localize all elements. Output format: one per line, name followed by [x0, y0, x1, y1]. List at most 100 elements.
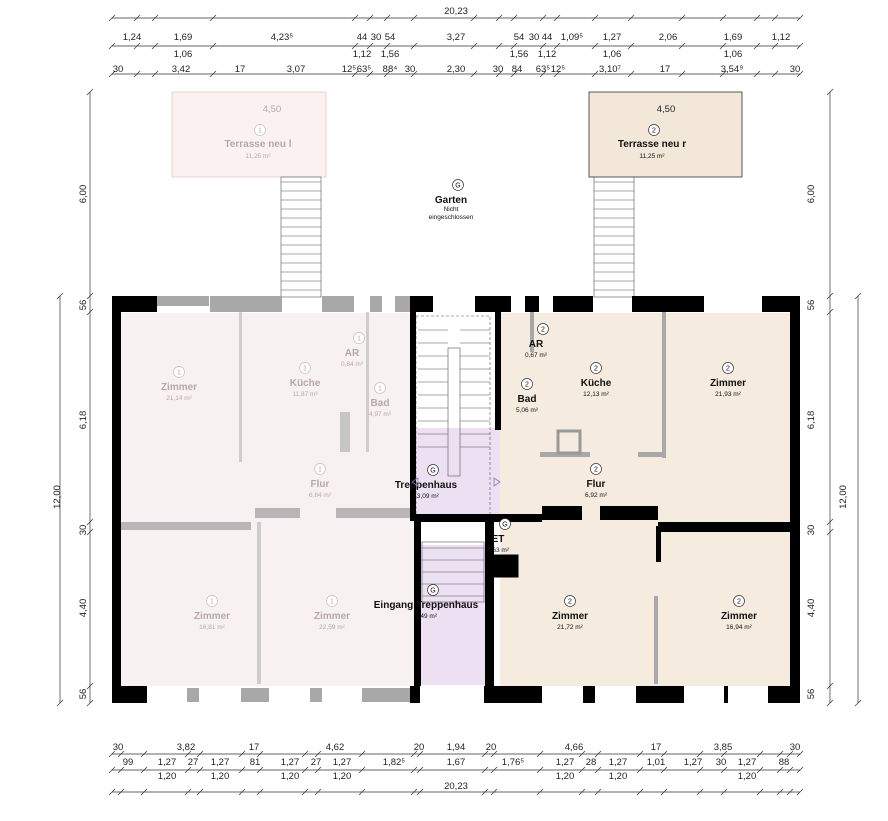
room-name: Küche: [581, 378, 612, 389]
et-wall: [492, 554, 519, 578]
dim-bottom-row1-9: 3,85: [714, 742, 733, 753]
dim-top-row3-0: 30: [113, 64, 124, 75]
dim-top-row3-16: 30: [790, 64, 801, 75]
dim-top-row2-4: 1,12: [538, 49, 557, 60]
stairwell-wall-left: [410, 296, 416, 521]
dim-top-row3-7: 30: [405, 64, 416, 75]
dim-top-row3-11: 63⁵: [536, 64, 551, 75]
room-name: Treppenhaus: [395, 480, 458, 491]
dim-bottom-row2-2: 27: [188, 757, 199, 768]
outer-wall-top-r3: [632, 296, 704, 312]
wall-bottom-grey-4: [362, 688, 414, 702]
dim-top-row1-1: 1,69: [174, 32, 193, 43]
dim-bottom-row2-6: 27: [311, 757, 322, 768]
dim-bottom-row1-5: 1,94: [447, 742, 466, 753]
room-name: Flur: [311, 479, 330, 490]
terrace-right-fill: [588, 91, 743, 178]
room-width-label: 4,50: [263, 104, 282, 115]
dim-bottom-row1-3: 4,62: [326, 742, 345, 753]
entrance-wall-left: [414, 520, 421, 686]
outer-wall-top-stair-r: [475, 296, 511, 312]
dim-bottom-row2-14: 1,01: [647, 757, 666, 768]
wall-top-grey-2: [210, 296, 282, 312]
room-number: G: [430, 468, 435, 475]
wall-bottom-grey-2: [241, 688, 269, 702]
room-number: 1: [177, 370, 181, 377]
dim-bottom-row3-3: 1,20: [333, 771, 352, 782]
room-name: Bad: [371, 398, 390, 409]
outer-wall-bottom-stair-l: [410, 686, 420, 703]
dim-left-2: 6,18: [78, 411, 89, 430]
room-number: 1: [303, 366, 307, 373]
room-area: 21,72 m²: [557, 624, 583, 631]
wall-top-grey-5: [395, 296, 413, 312]
room-area: 11,25 m²: [245, 153, 271, 160]
room-area: 11,87 m²: [292, 391, 318, 398]
room-number: 1: [357, 336, 361, 343]
wall-bottom-grey-1: [187, 688, 199, 702]
dim-bottom-row1-4: 20: [414, 742, 425, 753]
room-name: ET: [492, 534, 505, 545]
dim-top-row1-13: 1,69: [724, 32, 743, 43]
room-number: 1: [330, 599, 334, 606]
dim-bottom-row2-0: 99: [123, 757, 134, 768]
dim-top-row1-7: 54: [514, 32, 525, 43]
dim-left-3: 12,00: [52, 485, 63, 509]
dim-bottom-row3-0: 1,20: [158, 771, 177, 782]
dimensions-top: 20,23: [444, 6, 468, 17]
dim-bottom-row1-0: 30: [113, 742, 124, 753]
dim-top-row3-5: 63⁵: [357, 64, 372, 75]
outer-wall-right: [790, 296, 800, 703]
dim-top-row3-4: 12⁵: [342, 64, 357, 75]
dim-right-1: 56: [806, 300, 817, 311]
dim-left-0: 6,00: [78, 185, 89, 204]
room-area: 5,06 m²: [516, 407, 539, 414]
room-number: G: [502, 522, 507, 529]
room-fills: [121, 91, 790, 686]
dim-top-total: 20,23: [444, 6, 468, 17]
room-name: Zimmer: [721, 611, 757, 622]
room-area: 12,13 m²: [583, 391, 609, 398]
room-area: 6,84 m²: [309, 492, 332, 499]
dim-bottom-row1-2: 17: [249, 742, 260, 753]
dim-bottom-row2-18: 88: [779, 757, 790, 768]
dim-top-row2-1: 1,12: [353, 49, 372, 60]
dim-bottom-row2-3: 1,27: [211, 757, 230, 768]
dim-bottom-row2-5: 1,27: [281, 757, 300, 768]
terrace-right-stair: [593, 176, 635, 298]
dim-bottom-row2-1: 1,27: [158, 757, 177, 768]
room-number: 1: [378, 386, 382, 393]
room-area: 22,59 m²: [319, 624, 345, 631]
dim-top-row3-2: 17: [235, 64, 246, 75]
dim-top-row2-6: 1,06: [724, 49, 743, 60]
unit1-room-wall: [239, 312, 242, 462]
room-width-label: 4,50: [657, 104, 676, 115]
dim-right-5: 4,40: [806, 599, 817, 618]
room-name: Flur: [587, 479, 606, 490]
dim-bottom-row2-9: 1,67: [447, 757, 466, 768]
stair-wall-right: [495, 310, 501, 430]
unit1-wc-wall: [366, 312, 369, 452]
terrace-left-stair: [280, 176, 322, 298]
dim-right-4: 30: [806, 525, 817, 536]
dim-bottom-row3-6: 1,20: [738, 771, 757, 782]
dim-top-row1-12: 2,06: [659, 32, 678, 43]
dim-bottom-row2-7: 1,27: [333, 757, 352, 768]
dim-bottom-row1-8: 17: [651, 742, 662, 753]
